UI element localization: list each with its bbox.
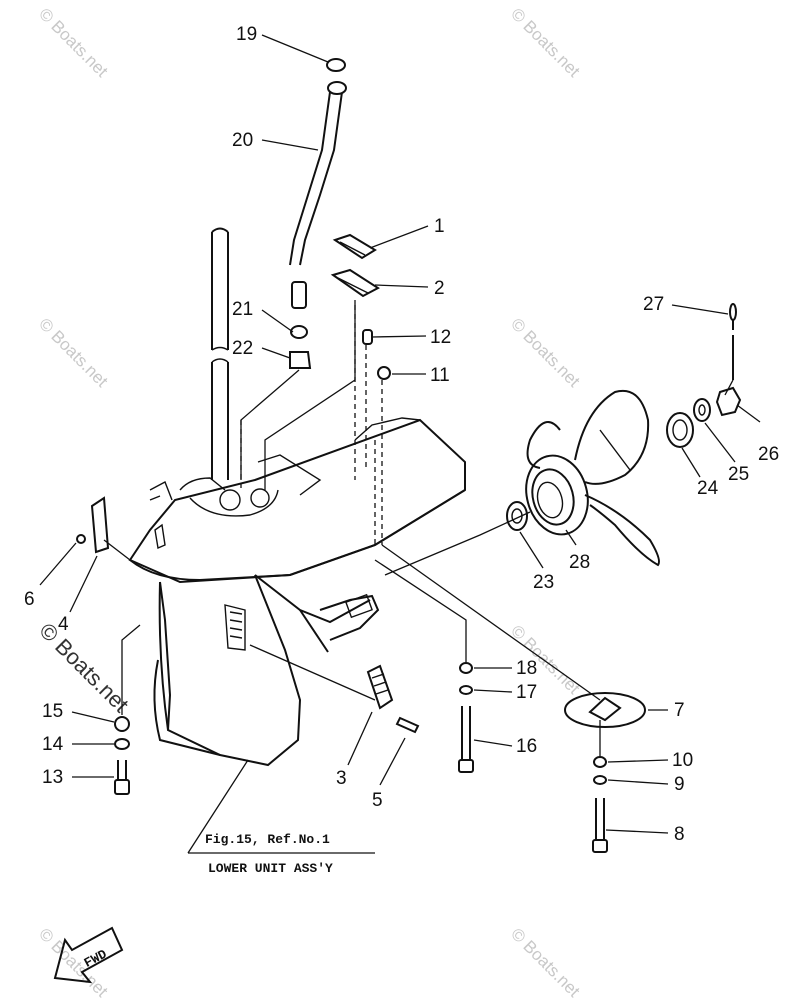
watermark: © Boats.net (507, 314, 584, 391)
callout-9: 9 (674, 774, 685, 795)
bolts-mid (458, 662, 474, 773)
callout-labels: 19 20 1 2 21 22 12 11 27 24 25 26 28 23 … (24, 24, 779, 845)
watermark: © Boats.net (507, 924, 584, 1001)
callout-6: 6 (24, 589, 35, 610)
grommet-19 (326, 58, 346, 72)
callout-18: 18 (516, 658, 537, 679)
caption-title: LOWER UNIT ASS'Y (208, 861, 333, 876)
callout-15: 15 (42, 701, 63, 722)
watermark: © Boats.net (35, 314, 112, 391)
fwd-label: FWD (82, 946, 110, 970)
thrust-washer (506, 501, 528, 531)
callout-25: 25 (728, 464, 749, 485)
anode-3 (366, 664, 420, 734)
callout-26: 26 (758, 444, 779, 465)
callout-28: 28 (569, 552, 590, 573)
callout-8: 8 (674, 824, 685, 845)
callout-21: 21 (232, 299, 253, 320)
cover-4 (76, 496, 110, 554)
figure-caption: Fig.15, Ref.No.1 LOWER UNIT ASS'Y (188, 832, 375, 876)
watermark: © Boats.net (35, 4, 112, 81)
water-tube (289, 58, 347, 369)
propeller (525, 389, 660, 567)
assembly-guide-lines (103, 300, 734, 757)
prop-hardware (666, 303, 742, 448)
lower-unit-housing (128, 417, 466, 767)
bolts-left (114, 716, 130, 795)
callout-13: 13 (42, 767, 63, 788)
callout-2: 2 (434, 278, 445, 299)
anode-7 (564, 692, 646, 728)
callout-1: 1 (434, 216, 445, 237)
callout-22: 22 (232, 338, 253, 359)
rubber-pads (330, 233, 380, 298)
callout-12: 12 (430, 327, 451, 348)
callout-7: 7 (674, 700, 685, 721)
callout-27: 27 (643, 294, 664, 315)
callout-19: 19 (236, 24, 257, 45)
callout-5: 5 (372, 790, 383, 811)
screw-11 (377, 366, 391, 380)
callout-14: 14 (42, 734, 64, 755)
pin-12 (362, 329, 373, 345)
watermark-group: © Boats.net © Boats.net © Boats.net © Bo… (34, 4, 583, 1001)
callout-16: 16 (516, 736, 537, 757)
callout-17: 17 (516, 682, 537, 703)
drive-shaft (211, 227, 229, 480)
callout-leaders (39, 34, 761, 854)
callout-3: 3 (336, 768, 347, 789)
watermark: © Boats.net (507, 4, 584, 81)
callout-20: 20 (232, 130, 253, 151)
callout-24: 24 (697, 478, 719, 499)
bolts-right (592, 756, 608, 853)
callout-11: 11 (430, 365, 450, 386)
caption-reference: Fig.15, Ref.No.1 (205, 832, 330, 847)
callout-10: 10 (672, 750, 693, 771)
callout-4: 4 (58, 614, 69, 635)
dashed-assembly-lines (240, 305, 383, 545)
callout-23: 23 (533, 572, 554, 593)
